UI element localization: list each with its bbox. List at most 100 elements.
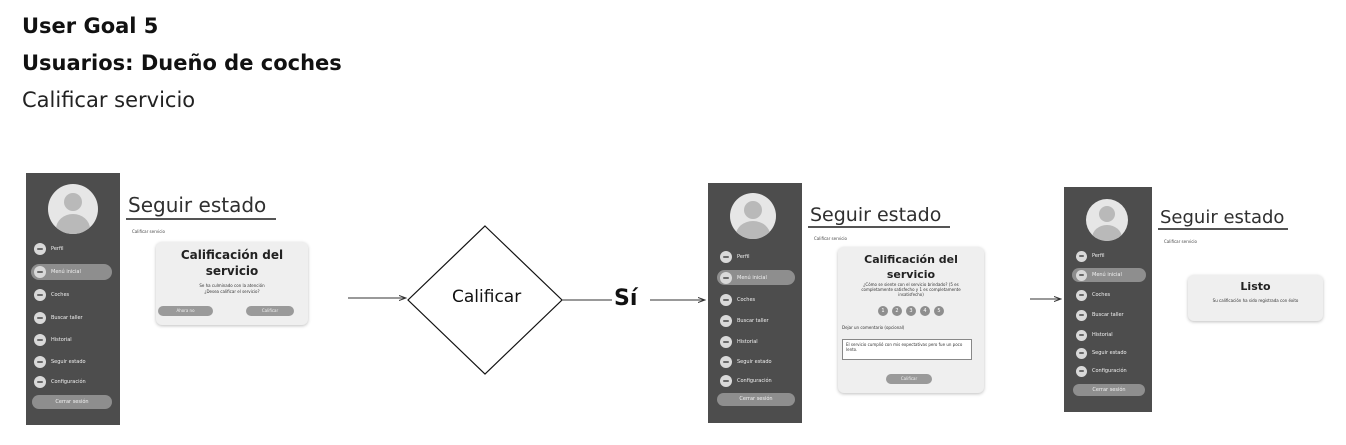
sidebar: Perfil Menú inicial Coches Buscar taller… <box>708 183 802 423</box>
sidebar-item-buscar-taller[interactable]: Buscar taller <box>1076 308 1148 322</box>
sidebar-item-seguir-estado[interactable]: Seguir estado <box>720 354 798 369</box>
sidebar-item-perfil[interactable]: Perfil <box>720 249 798 264</box>
sidebar: Perfil Menú inicial Coches Buscar taller… <box>26 173 120 425</box>
breadcrumb: Calificar servicio <box>1164 239 1197 244</box>
sidebar-item-label: Menú inicial <box>737 274 767 281</box>
sidebar-item-label: Seguir estado <box>1092 350 1127 356</box>
sidebar-item-label: Configuración <box>51 379 86 385</box>
page-title: Seguir estado <box>1160 207 1285 228</box>
rating-option-4[interactable]: 4 <box>920 306 930 316</box>
sidebar: Perfil Menú inicial Coches Buscar taller… <box>1064 187 1152 412</box>
comment-textarea[interactable]: El servicio cumplió con mis expectativas… <box>842 339 972 360</box>
sidebar-item-configuracion[interactable]: Configuración <box>720 373 798 388</box>
sidebar-item-label: Configuración <box>737 377 772 384</box>
sidebar-item-historial[interactable]: Historial <box>1076 328 1148 342</box>
submit-rating-button[interactable]: Calificar <box>886 374 932 384</box>
sidebar-item-seguir-estado[interactable]: Seguir estado <box>34 354 112 370</box>
car-icon <box>1076 329 1087 341</box>
card-message: Se ha culminado con la atención ¿Desea c… <box>199 283 265 294</box>
car-icon <box>34 266 46 278</box>
rating-option-1[interactable]: 1 <box>878 306 888 316</box>
success-message: Su calificación ha sido registrada con é… <box>1212 298 1299 303</box>
sidebar-item-coches[interactable]: Coches <box>1076 288 1148 302</box>
rating-question: ¿Cómo se siente con el servicio brindado… <box>861 282 961 297</box>
sidebar-item-menu-inicial[interactable]: Menú inicial <box>31 264 112 280</box>
breadcrumb: Calificar servicio <box>814 236 847 241</box>
sidebar-item-label: Historial <box>51 337 72 343</box>
car-icon <box>34 334 46 346</box>
title-underline <box>126 218 276 220</box>
car-icon <box>1076 289 1087 301</box>
car-icon <box>720 250 732 263</box>
screen-rating-success: Perfil Menú inicial Coches Buscar taller… <box>1064 187 1326 412</box>
car-icon <box>720 293 732 306</box>
yes-label: Sí <box>614 286 638 311</box>
car-icon <box>720 335 732 348</box>
decision-label: Calificar <box>452 287 522 307</box>
rating-option-2[interactable]: 2 <box>892 306 902 316</box>
avatar <box>1086 199 1128 241</box>
sidebar-item-configuracion[interactable]: Configuración <box>1076 364 1148 378</box>
car-icon <box>720 355 732 368</box>
sidebar-item-menu-inicial[interactable]: Menú inicial <box>717 270 795 285</box>
avatar <box>48 184 98 234</box>
sidebar-item-historial[interactable]: Historial <box>720 334 798 349</box>
sidebar-item-configuracion[interactable]: Configuración <box>34 374 112 390</box>
task-title: Calificar servicio <box>22 88 196 112</box>
sidebar-item-label: Buscar taller <box>737 317 769 324</box>
card-title: Listo <box>1240 280 1271 293</box>
car-icon <box>720 314 732 327</box>
avatar <box>730 193 776 239</box>
car-icon <box>1076 250 1087 262</box>
title-underline <box>1158 228 1288 230</box>
car-icon <box>34 289 46 301</box>
breadcrumb: Calificar servicio <box>132 229 165 234</box>
sidebar-item-label: Coches <box>51 292 70 298</box>
page-title: Seguir estado <box>128 193 267 217</box>
sidebar-item-label: Configuración <box>1092 368 1127 374</box>
car-icon <box>34 356 46 368</box>
rating-option-5[interactable]: 5 <box>934 306 944 316</box>
car-icon <box>720 374 732 387</box>
sidebar-item-label: Historial <box>1092 332 1113 338</box>
rate-button[interactable]: Calificar <box>246 306 294 316</box>
rating-option-3[interactable]: 3 <box>906 306 916 316</box>
comment-label: Dejar un comentario (opcional) <box>842 325 905 330</box>
sidebar-item-seguir-estado[interactable]: Seguir estado <box>1076 346 1148 360</box>
car-icon <box>34 243 46 255</box>
sidebar-item-buscar-taller[interactable]: Buscar taller <box>720 313 798 328</box>
sidebar-item-coches[interactable]: Coches <box>720 292 798 307</box>
sidebar-item-buscar-taller[interactable]: Buscar taller <box>34 310 112 326</box>
sidebar-item-perfil[interactable]: Perfil <box>1076 249 1148 263</box>
sidebar-item-label: Seguir estado <box>737 358 772 365</box>
later-button[interactable]: Ahora no <box>158 306 213 316</box>
sidebar-item-label: Coches <box>737 296 756 303</box>
sidebar-item-label: Buscar taller <box>1092 312 1124 318</box>
sidebar-item-perfil[interactable]: Perfil <box>34 241 112 257</box>
users-title: Usuarios: Dueño de coches <box>22 51 342 75</box>
car-icon <box>1076 269 1087 281</box>
car-icon <box>1076 365 1087 377</box>
screen-rating-prompt: Perfil Menú inicial Coches Buscar taller… <box>26 173 336 425</box>
sidebar-item-label: Buscar taller <box>51 315 83 321</box>
card-title: Calificación del servicio <box>864 253 958 281</box>
card-title: Calificación del servicio <box>180 248 284 278</box>
sidebar-item-menu-inicial[interactable]: Menú inicial <box>1072 268 1146 282</box>
sidebar-item-label: Menú inicial <box>1092 272 1122 278</box>
sidebar-item-historial[interactable]: Historial <box>34 332 112 348</box>
car-icon <box>34 376 46 388</box>
sidebar-item-label: Seguir estado <box>51 359 86 365</box>
logout-button[interactable]: Cerrar sesión <box>1073 384 1145 396</box>
sidebar-item-coches[interactable]: Coches <box>34 287 112 303</box>
sidebar-item-label: Perfil <box>51 246 64 252</box>
page-title: Seguir estado <box>810 204 942 226</box>
sidebar-item-label: Perfil <box>737 253 750 260</box>
sidebar-item-label: Perfil <box>1092 253 1105 259</box>
car-icon <box>720 271 732 284</box>
rating-form-card: Calificación del servicio ¿Cómo se sient… <box>838 247 984 393</box>
screen-rating-form: Perfil Menú inicial Coches Buscar taller… <box>708 183 998 423</box>
logout-button[interactable]: Cerrar sesión <box>717 393 795 406</box>
logout-button[interactable]: Cerrar sesión <box>32 395 112 409</box>
sidebar-item-label: Menú inicial <box>51 269 81 275</box>
sidebar-item-label: Coches <box>1092 292 1111 298</box>
